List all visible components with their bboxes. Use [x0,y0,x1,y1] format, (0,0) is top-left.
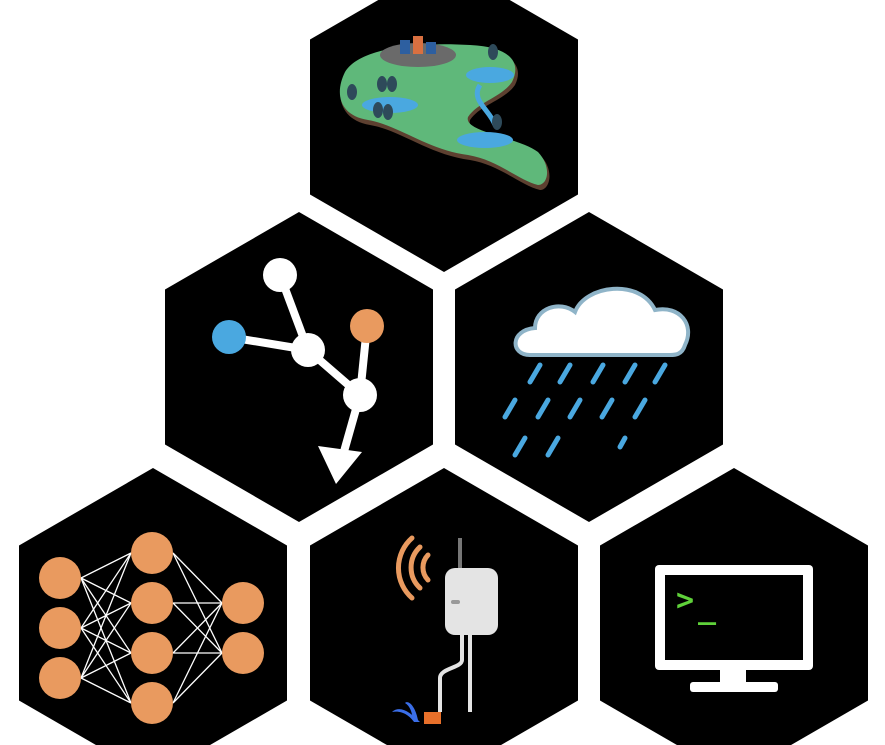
nn-node [39,657,81,699]
nn-node [131,532,173,574]
nn-node [131,682,173,724]
rain-cloud-icon [502,286,691,458]
nn-edge [172,602,223,704]
graph-node [263,258,297,292]
sensor-device-icon [392,535,498,724]
nn-edge [172,552,223,604]
hex-network-graph [165,212,433,522]
nn-node [131,632,173,674]
neural-network-icon [39,532,264,724]
hex-weather [455,212,723,522]
graph-node [343,378,377,412]
nn-edge [172,652,223,704]
hex-sensor [310,468,578,745]
terminal-monitor-icon: > _ [655,565,813,692]
nn-edge [80,677,132,704]
nn-node [39,607,81,649]
nn-node [131,582,173,624]
graph-node-orange [350,309,384,343]
nn-node [222,582,264,624]
nn-edge [80,602,132,679]
nn-node [222,632,264,674]
graph-node-blue [212,320,246,354]
nn-edge [80,652,132,679]
graph-node [291,333,325,367]
terminal-prompt: > [676,583,694,618]
nn-edge [80,552,132,629]
nn-edge [172,602,223,654]
nn-node [39,557,81,599]
nn-edge [80,552,132,679]
landscape-map-icon [339,36,550,190]
terminal-cursor: _ [698,591,717,626]
nn-edge [80,552,132,579]
arrow-down-icon [318,446,362,484]
